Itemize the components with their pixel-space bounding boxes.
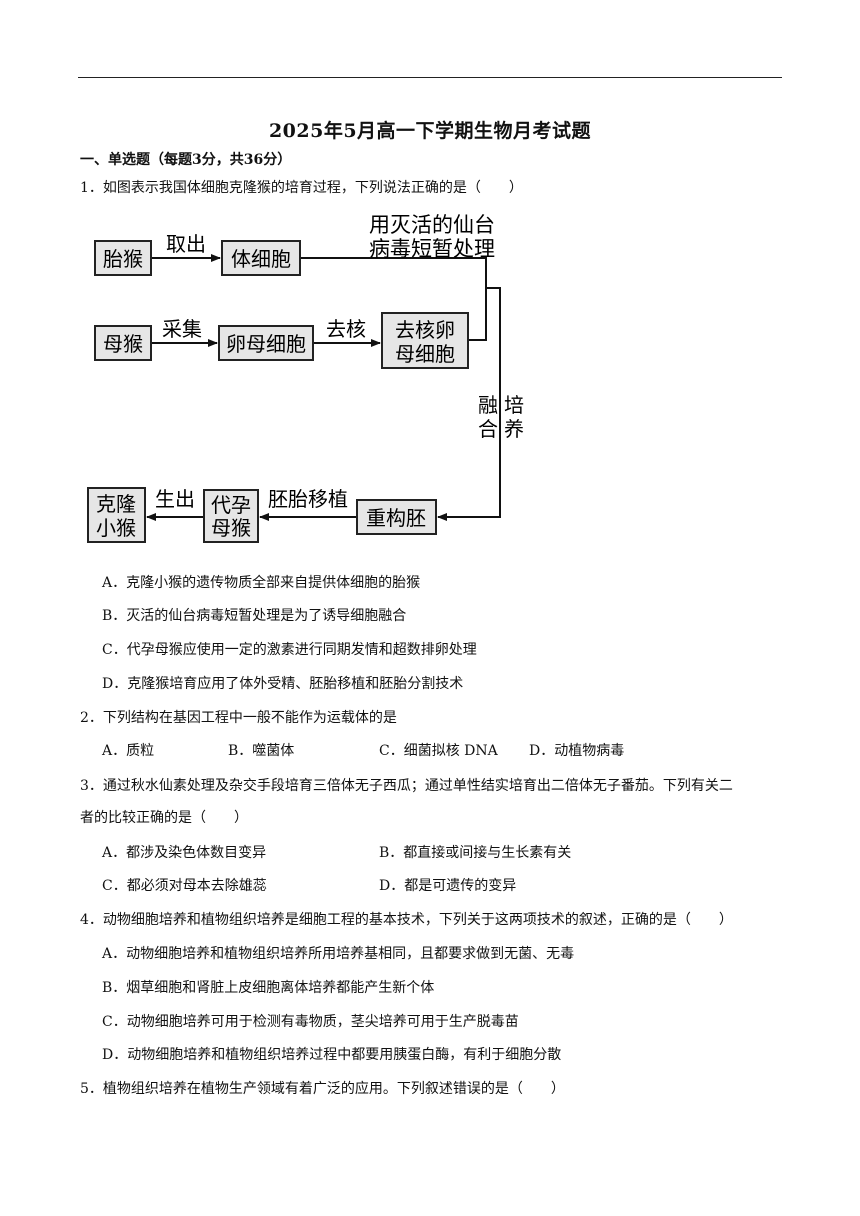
box-surrogate-monkey: 代孕 母猴 bbox=[203, 489, 259, 543]
svg-text:重构胚: 重构胚 bbox=[366, 506, 426, 530]
label-embryo-transfer: 胚胎移植 bbox=[268, 487, 348, 511]
box-somatic-cell: 体细胞 bbox=[221, 240, 301, 276]
q2-option-c: C．细菌拟核 DNA bbox=[379, 743, 498, 759]
question-1-stem: 1．如图表示我国体细胞克隆猴的培育过程，下列说法正确的是（ ） bbox=[80, 180, 523, 196]
section-heading: 一、单选题（每题3分，共36分） bbox=[80, 152, 292, 168]
svg-text:体细胞: 体细胞 bbox=[231, 247, 291, 271]
label-fusion-2: 合 bbox=[478, 417, 498, 441]
label-virus-line1: 用灭活的仙台 bbox=[369, 213, 495, 237]
label-virus-line2: 病毒短暂处理 bbox=[369, 237, 495, 261]
box-fetal-monkey: 胎猴 bbox=[94, 240, 152, 276]
label-collect: 采集 bbox=[162, 317, 202, 341]
svg-text:母猴: 母猴 bbox=[103, 332, 143, 356]
question-3-stem-line2: 者的比较正确的是（ ） bbox=[80, 810, 248, 826]
q1-option-b: B．灭活的仙台病毒短暂处理是为了诱导细胞融合 bbox=[102, 608, 407, 624]
label-take-out: 取出 bbox=[166, 232, 206, 256]
q4-option-a: A．动物细胞培养和植物组织培养所用培养基相同，且都要求做到无菌、无毒 bbox=[102, 946, 575, 962]
q2-option-d: D．动植物病毒 bbox=[529, 743, 625, 759]
label-fusion-1: 融 bbox=[478, 393, 498, 417]
svg-text:小猴: 小猴 bbox=[96, 516, 136, 540]
q4-option-c: C．动物细胞培养可用于检测有毒物质，茎尖培养可用于生产脱毒苗 bbox=[102, 1014, 519, 1030]
q3-option-b: B．都直接或间接与生长素有关 bbox=[379, 845, 572, 861]
q3-option-a: A．都涉及染色体数目变异 bbox=[102, 845, 267, 861]
header-rule bbox=[78, 77, 782, 78]
svg-text:胎猴: 胎猴 bbox=[103, 247, 143, 271]
svg-text:母细胞: 母细胞 bbox=[395, 342, 455, 366]
label-culture-2: 养 bbox=[504, 417, 524, 441]
q2-option-a: A．质粒 bbox=[102, 743, 155, 759]
label-birth: 生出 bbox=[155, 487, 195, 511]
question-5-stem: 5．植物组织培养在植物生产领域有着广泛的应用。下列叙述错误的是（ ） bbox=[80, 1081, 565, 1097]
box-oocyte: 卵母细胞 bbox=[218, 325, 314, 361]
question-4-stem: 4．动物细胞培养和植物组织培养是细胞工程的基本技术，下列关于这两项技术的叙述，正… bbox=[80, 912, 733, 928]
q2-option-b: B．噬菌体 bbox=[228, 743, 295, 759]
exam-title: 2025年5月高一下学期生物月考试题 bbox=[268, 120, 592, 142]
q3-option-d: D．都是可遗传的变异 bbox=[379, 878, 517, 894]
question-3-stem-line1: 3．通过秋水仙素处理及杂交手段培育三倍体无子西瓜；通过单性结实培育出二倍体无子番… bbox=[80, 778, 733, 794]
box-clone-monkey: 克隆 小猴 bbox=[87, 487, 146, 543]
q4-option-d: D．动物细胞培养和植物组织培养过程中都要用胰蛋白酶，有利于细胞分散 bbox=[102, 1047, 562, 1063]
q3-option-c: C．都必须对母本去除雄蕊 bbox=[102, 878, 267, 894]
q1-option-d: D．克隆猴培育应用了体外受精、胚胎移植和胚胎分割技术 bbox=[102, 676, 464, 692]
label-enucleate: 去核 bbox=[326, 317, 366, 341]
q1-option-a: A．克隆小猴的遗传物质全部来自提供体细胞的胎猴 bbox=[102, 575, 421, 591]
q1-option-c: C．代孕母猴应使用一定的激素进行同期发情和超数排卵处理 bbox=[102, 642, 477, 658]
svg-text:代孕: 代孕 bbox=[211, 493, 251, 517]
svg-text:克隆: 克隆 bbox=[96, 492, 136, 516]
line-somatic-to-merge bbox=[301, 257, 487, 288]
svg-text:去核卵: 去核卵 bbox=[395, 318, 455, 342]
line-merge-to-embryo bbox=[437, 287, 501, 521]
box-reconstructed-embryo: 重构胚 bbox=[356, 499, 437, 535]
question-2-stem: 2．下列结构在基因工程中一般不能作为运载体的是 bbox=[80, 710, 397, 726]
box-enucleated-oocyte: 去核卵 母细胞 bbox=[381, 312, 469, 369]
label-culture-1: 培 bbox=[504, 393, 524, 417]
box-mother-monkey: 母猴 bbox=[94, 325, 152, 361]
svg-text:母猴: 母猴 bbox=[211, 516, 251, 540]
svg-text:卵母细胞: 卵母细胞 bbox=[226, 332, 306, 356]
q4-option-b: B．烟草细胞和肾脏上皮细胞离体培养都能产生新个体 bbox=[102, 980, 435, 996]
